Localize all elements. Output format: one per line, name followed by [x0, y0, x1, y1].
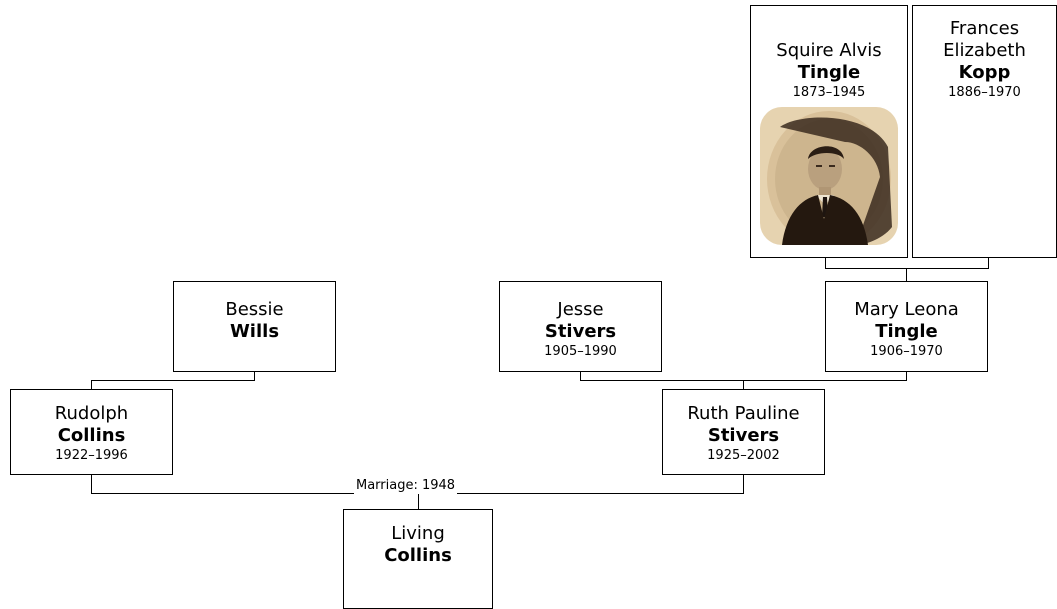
life-dates: 1925–2002 — [707, 448, 780, 463]
life-dates: 1905–1990 — [544, 344, 617, 359]
given-name: Living — [391, 523, 445, 544]
given-name: Jesse — [557, 299, 604, 320]
person-card-bessie-wills[interactable]: Bessie Wills — [173, 281, 336, 372]
surname: Tingle — [797, 62, 861, 83]
life-dates: 1873–1945 — [792, 85, 866, 100]
connector-line — [91, 380, 255, 381]
connector-line — [906, 268, 907, 281]
surname: Wills — [229, 321, 280, 342]
connector-line — [906, 372, 907, 381]
surname: Stivers — [544, 321, 617, 342]
surname: Kopp — [958, 62, 1011, 83]
given-name: Squire Alvis — [776, 40, 882, 61]
person-card-living-collins[interactable]: Living Collins — [343, 509, 493, 609]
life-dates: 1886–1970 — [948, 85, 1021, 100]
connector-line — [580, 372, 581, 381]
connector-line — [91, 380, 92, 389]
surname: Tingle — [875, 321, 938, 342]
connector-line — [743, 380, 744, 389]
connector-line — [825, 258, 826, 269]
connector-line — [988, 258, 989, 269]
person-card-rudolph-collins[interactable]: Rudolph Collins 1922–1996 — [10, 389, 173, 475]
surname: Stivers — [707, 425, 780, 446]
given-name: Mary Leona — [854, 299, 959, 320]
person-card-ruth-pauline-stivers[interactable]: Ruth Pauline Stivers 1925–2002 — [662, 389, 825, 475]
portrait-photo[interactable] — [760, 107, 898, 245]
person-card-squire-alvis-tingle[interactable]: Squire Alvis Tingle 1873–1945 — [750, 5, 908, 258]
portrait-image — [760, 107, 898, 245]
connector-line — [91, 475, 92, 494]
person-card-jesse-stivers[interactable]: Jesse Stivers 1905–1990 — [499, 281, 662, 372]
given-name: Rudolph — [54, 403, 129, 424]
person-card-frances-elizabeth-kopp[interactable]: Frances Elizabeth Kopp 1886–1970 — [912, 5, 1057, 258]
connector-line — [418, 493, 419, 509]
person-card-mary-leona-tingle[interactable]: Mary Leona Tingle 1906–1970 — [825, 281, 988, 372]
given-name: Ruth Pauline — [687, 403, 800, 424]
life-dates: 1906–1970 — [870, 344, 943, 359]
connector-line — [825, 268, 989, 269]
connector-line — [254, 372, 255, 381]
surname: Collins — [384, 545, 452, 566]
surname: Collins — [57, 425, 126, 446]
given-name: Frances Elizabeth — [943, 18, 1026, 61]
given-name: Bessie — [225, 299, 284, 320]
connector-line — [743, 475, 744, 494]
life-dates: 1922–1996 — [55, 448, 128, 463]
marriage-label: Marriage: 1948 — [354, 478, 458, 494]
